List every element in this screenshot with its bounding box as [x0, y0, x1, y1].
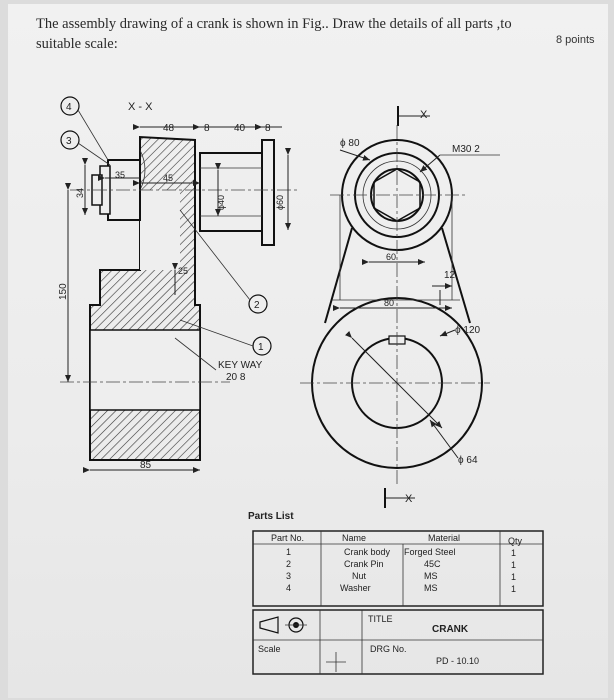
dim-150: 150 [58, 283, 69, 300]
points-label: 8 points [556, 34, 595, 46]
svg-text:1: 1 [258, 342, 264, 353]
pin-collar [261, 139, 275, 246]
shaft-bore [89, 329, 201, 411]
col-name: Name [342, 533, 366, 543]
sectional-view: 48 8 40 8 X - X 35 45 34 ϕ40 ϕ60 25 150 … [58, 96, 300, 473]
section-mark-top: X [420, 109, 428, 121]
table-row: 3 Nut MS 1 [286, 571, 516, 582]
dim-35: 35 [115, 170, 125, 180]
dim-8b: 8 [265, 123, 271, 134]
dim-phi40: ϕ40 [216, 195, 226, 210]
dim-60: 60 [386, 252, 396, 262]
hex-nut-view [373, 168, 421, 222]
drg-label: DRG No. [370, 644, 407, 654]
keyway-size: 20 8 [226, 372, 246, 383]
table-row: 4 Washer MS 1 [286, 583, 516, 594]
section-mark-bottom: X [405, 493, 413, 505]
balloon-2 [248, 294, 268, 314]
dim-12: 12 [444, 270, 456, 281]
dim-45: 45 [163, 173, 173, 183]
svg-text:MS: MS [424, 571, 438, 581]
dim-8a: 8 [204, 123, 210, 134]
question-text: The assembly drawing of a crank is shown… [36, 16, 512, 52]
svg-text:4: 4 [66, 102, 72, 113]
svg-text:1: 1 [286, 547, 291, 557]
svg-text:1: 1 [511, 584, 516, 594]
front-view: X X ϕ 80 M30 2 60 12 80 [300, 106, 500, 508]
svg-text:Forged Steel: Forged Steel [404, 547, 456, 557]
svg-text:45C: 45C [424, 559, 441, 569]
dim-48: 48 [163, 123, 175, 134]
svg-text:2: 2 [254, 300, 260, 311]
dim-40: 40 [234, 123, 246, 134]
balloon-3 [60, 130, 80, 150]
svg-text:1: 1 [511, 548, 516, 558]
svg-text:MS: MS [424, 583, 438, 593]
svg-text:1: 1 [511, 572, 516, 582]
dim-phi80: ϕ 80 [340, 138, 360, 149]
svg-text:4: 4 [286, 583, 291, 593]
dim-85: 85 [140, 460, 152, 471]
col-qty: Qty [508, 536, 523, 546]
title-label: TITLE [368, 614, 393, 624]
dim-25: 25 [178, 266, 188, 276]
keyway-label: KEY WAY [218, 360, 263, 371]
dim-m30: M30 2 [452, 144, 480, 155]
dim-phi64: ϕ 64 [458, 455, 478, 466]
parts-list: Parts List Part No. Name Material Qty 1 … [248, 511, 544, 607]
svg-text:Washer: Washer [340, 583, 371, 593]
scale-label: Scale [258, 644, 281, 654]
svg-text:Crank Pin: Crank Pin [344, 559, 384, 569]
crank-pin [199, 152, 263, 232]
title-block: TITLE CRANK Scale DRG No. PD - 10.10 [252, 609, 544, 675]
svg-text:2: 2 [286, 559, 291, 569]
dim-34: 34 [75, 188, 85, 198]
col-material: Material [428, 533, 460, 543]
parts-list-title: Parts List [248, 511, 294, 522]
section-label-xx: X - X [128, 101, 153, 113]
table-row: 2 Crank Pin 45C 1 [286, 559, 516, 570]
col-partno: Part No. [271, 533, 304, 543]
title-value: CRANK [432, 624, 469, 635]
projection-symbol-icon [259, 616, 279, 634]
svg-text:Nut: Nut [352, 571, 367, 581]
drg-value: PD - 10.10 [436, 656, 479, 666]
dim-80: 80 [384, 298, 394, 308]
svg-text:3: 3 [66, 136, 72, 147]
table-row: 1 Crank body Forged Steel 1 [286, 547, 516, 558]
svg-text:3: 3 [286, 571, 291, 581]
svg-text:Crank body: Crank body [344, 547, 391, 557]
dim-phi60: ϕ60 [275, 195, 285, 210]
svg-text:1: 1 [511, 560, 516, 570]
balloon-4 [60, 96, 80, 116]
dim-phi120: ϕ 120 [455, 325, 481, 336]
